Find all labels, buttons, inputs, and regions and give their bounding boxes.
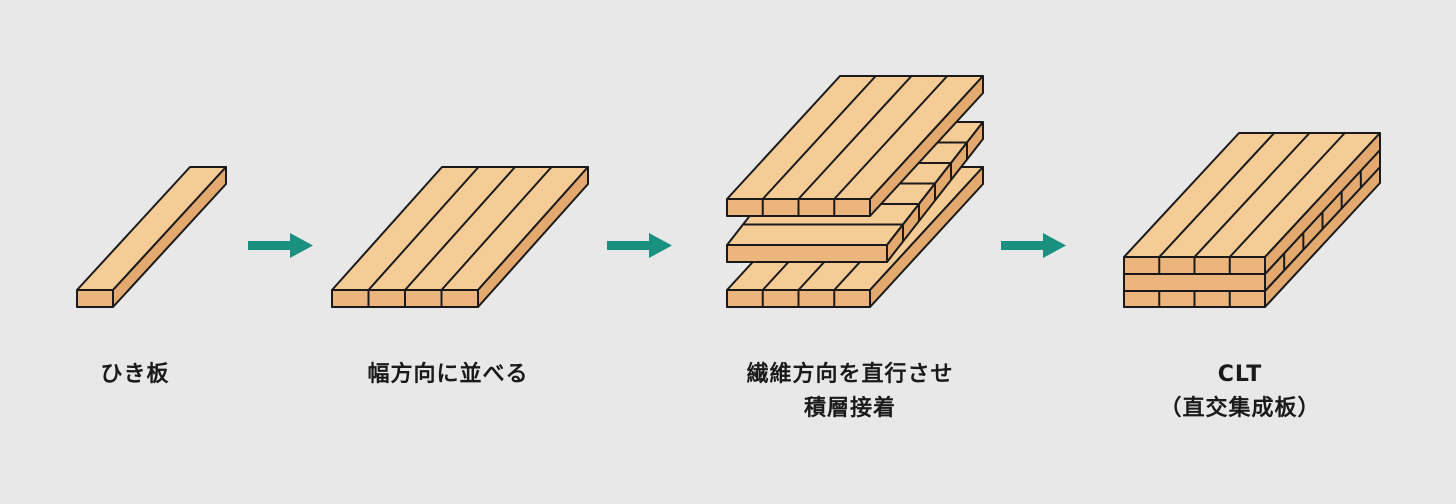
- plank-seam-top: [1229, 132, 1346, 258]
- wood-layer: [726, 75, 984, 217]
- cross-layers-exploded: [726, 75, 984, 308]
- step-label-line: 幅方向に並べる: [367, 362, 529, 387]
- step-label-line: 繊維方向を直行させ: [746, 362, 954, 387]
- layer-side-face: [869, 75, 984, 217]
- layer-front-face: [76, 289, 114, 308]
- plank-seam-top: [404, 166, 516, 291]
- wood-layer: [76, 166, 227, 308]
- step-label-line: ひき板: [100, 362, 170, 387]
- step-label-cross-laminate: 繊維方向を直行させ 積層接着: [710, 358, 990, 426]
- plank-seam-top: [797, 75, 913, 200]
- layer-front-face: [726, 244, 888, 263]
- arrow-right-icon: [248, 233, 313, 258]
- layer-side-face: [477, 166, 589, 308]
- step-label-lumber: ひき板: [60, 358, 210, 392]
- layer-side-face: [1264, 132, 1381, 275]
- arrow-right-icon: [607, 233, 672, 258]
- layer-side-face: [112, 166, 227, 308]
- clt-panel: [1123, 132, 1381, 308]
- step-label-clt: CLT （直交集成板）: [1120, 358, 1360, 426]
- plank-seam-top: [833, 75, 948, 200]
- layer-side-face: [869, 166, 984, 308]
- layer-front-face: [1123, 273, 1266, 292]
- plank-seam-top: [367, 166, 480, 291]
- plank-seam-top: [1193, 132, 1311, 258]
- plank-seam-top: [762, 75, 877, 200]
- step-label-arrange-width: 幅方向に並べる: [343, 358, 553, 392]
- plank-seam-top: [1158, 132, 1275, 258]
- step-label-line: 積層接着: [803, 396, 896, 421]
- step-label-line: （直交集成板）: [1159, 396, 1321, 421]
- step-label-line: CLT: [1217, 362, 1263, 387]
- wood-layer: [331, 166, 589, 308]
- wood-layer: [1123, 132, 1381, 275]
- boards-arranged-widthwise: [331, 166, 589, 308]
- single-lumber-board: [76, 166, 227, 308]
- plank-seam-top: [440, 166, 553, 291]
- layer-top-face: [76, 166, 227, 291]
- arrow-right-icon: [1001, 233, 1066, 258]
